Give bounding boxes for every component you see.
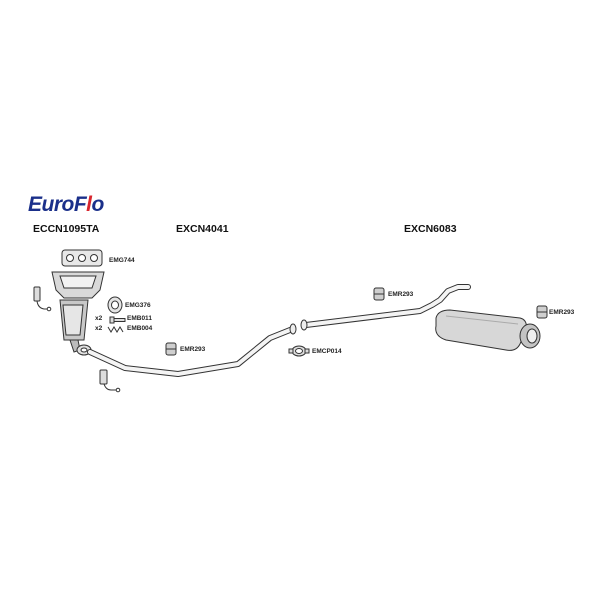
logo-tail-text: o	[91, 193, 105, 216]
bolt-quantity: x2	[95, 315, 103, 322]
logo-accent-text: l	[86, 193, 92, 216]
euroflo-logo: EuroFlo	[28, 193, 104, 217]
oxygen-sensor-upper	[33, 286, 52, 312]
label-manifold-gasket: EMG744	[109, 257, 135, 264]
label-rubber-rear: EMR293	[549, 309, 575, 316]
catalytic-converter-part	[51, 271, 105, 353]
spring-part	[107, 326, 124, 333]
section-rear-code: EXCN6083	[404, 223, 457, 235]
logo-primary-text: EuroF	[28, 193, 87, 216]
label-rubber-mid: EMR293	[388, 291, 414, 298]
section-front-code: ECCN1095TA	[33, 223, 100, 235]
label-clamp: EMCP014	[312, 348, 342, 355]
middle-pipe-part	[87, 323, 297, 377]
ring-gasket-part	[107, 296, 123, 314]
pipe-clamp-part	[288, 345, 310, 357]
bolt-part	[109, 316, 126, 324]
label-spring: EMB004	[127, 325, 153, 332]
rubber-hanger-mid	[373, 287, 385, 301]
rubber-hanger-rear	[536, 305, 548, 319]
rubber-hanger-front	[165, 342, 177, 356]
oxygen-sensor-lower	[99, 369, 121, 393]
label-rubber-front: EMR293	[180, 346, 206, 353]
spring-quantity: x2	[95, 325, 103, 332]
rear-pipe-part	[300, 284, 471, 331]
label-bolt: EMB011	[127, 315, 152, 322]
label-ring-gasket: EMG376	[125, 302, 151, 309]
section-middle-code: EXCN4041	[176, 223, 229, 235]
rear-silencer-part	[435, 309, 541, 351]
manifold-gasket-part	[61, 249, 103, 267]
